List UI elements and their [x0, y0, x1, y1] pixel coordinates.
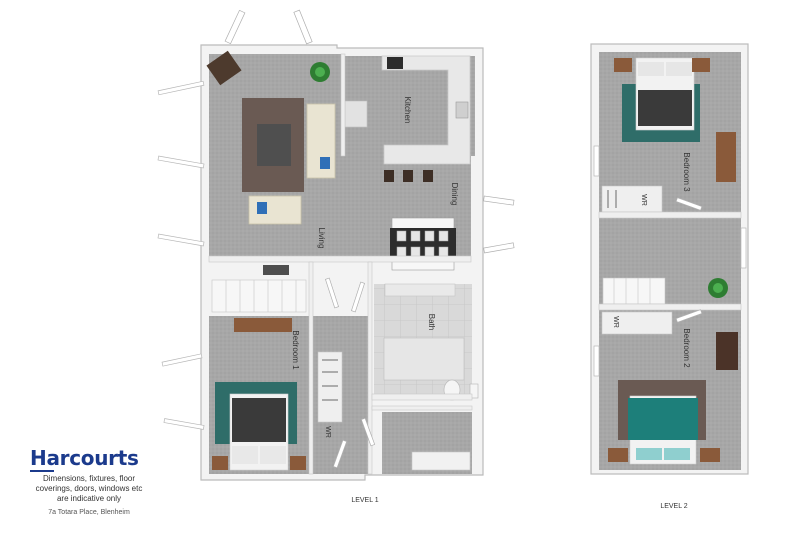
sink-icon	[455, 101, 469, 119]
bedroom-3-dresser	[716, 132, 736, 182]
level-1-label: LEVEL 1	[351, 497, 378, 504]
level-2-plan: Bedroom 3 WR WR Bedroom 2 LEVEL 2	[590, 43, 749, 510]
door-icon	[675, 197, 703, 323]
internal-wall	[208, 255, 472, 263]
bedroom-1-desk	[234, 318, 292, 332]
room-label-bedroom-2: Bedroom 2	[682, 328, 691, 368]
shower	[383, 337, 465, 381]
coffee-table	[257, 124, 291, 166]
level-2-label: LEVEL 2	[660, 503, 687, 510]
level-1-plan: Kitchen Dining Living Bath Bedroom 1 WR …	[157, 9, 515, 504]
window-icon	[593, 145, 747, 377]
brand-underline	[30, 470, 54, 472]
stairs-icon	[211, 279, 307, 313]
laundry-bench	[411, 451, 471, 471]
disclaimer-text: Dimensions, fixtures, floor coverings, d…	[35, 474, 143, 503]
door-icon	[224, 9, 515, 469]
plant-icon	[708, 278, 728, 298]
room-label-dining: Dining	[450, 183, 459, 206]
room-label-living: Living	[317, 228, 326, 249]
room-label-bedroom-1: Bedroom 1	[291, 330, 300, 370]
stove-icon	[387, 57, 403, 69]
sofa-icon	[248, 195, 302, 225]
fridge-icon	[344, 100, 368, 128]
stool-icon	[384, 170, 394, 182]
vanity	[384, 283, 456, 297]
plant-icon	[310, 62, 330, 82]
room-label-wr: WR	[324, 426, 331, 438]
stool-icon	[423, 170, 433, 182]
stairs-icon	[602, 277, 666, 305]
wardrobe-2	[601, 311, 673, 335]
room-label-wr-upper: WR	[640, 194, 647, 206]
stool-icon	[403, 170, 413, 182]
room-label-kitchen: Kitchen	[403, 97, 412, 124]
bed-icon	[212, 393, 306, 471]
tv-unit	[263, 265, 289, 275]
room-label-bedroom-3: Bedroom 3	[682, 152, 691, 192]
bed-icon	[614, 57, 710, 131]
wardrobe-3	[601, 185, 663, 213]
wardrobe	[317, 351, 343, 423]
room-label-wr-lower: WR	[612, 316, 619, 328]
bed-icon	[608, 395, 720, 465]
window-icon	[157, 80, 205, 430]
kitchen-bench	[381, 55, 471, 165]
property-address: 7a Totara Place, Blenheim	[48, 509, 130, 516]
brand-logo: Harcourts	[30, 446, 139, 470]
entry-console	[206, 50, 242, 86]
bedroom-2-desk	[716, 332, 738, 370]
room-label-bath: Bath	[427, 314, 436, 330]
